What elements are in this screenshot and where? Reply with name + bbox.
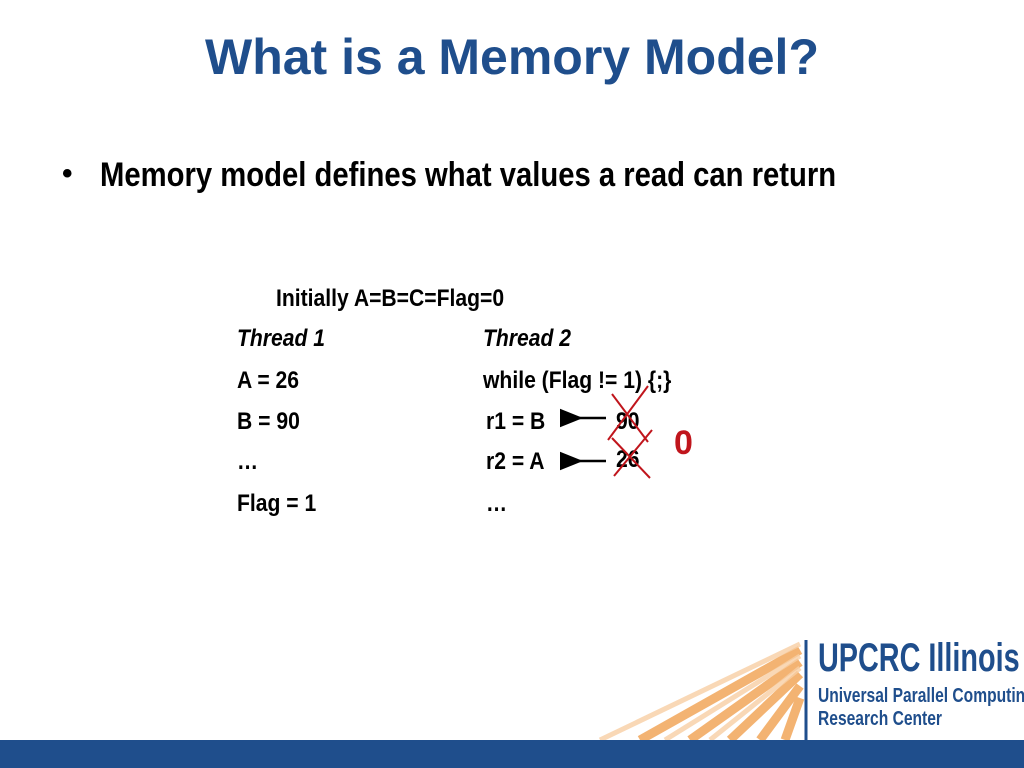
logo-rays-icon (598, 640, 808, 740)
logo-tagline-2: Research Center (818, 708, 942, 730)
footer-bar (0, 740, 1024, 768)
bullet-marker: • (62, 157, 73, 190)
logo-name: UPCRC Illinois (818, 636, 1020, 680)
logo-tagline-1: Universal Parallel Computing (818, 685, 1024, 707)
thread1-line: B = 90 (237, 408, 300, 435)
thread2-line: … (486, 490, 508, 517)
thread2-header: Thread 2 (483, 325, 572, 352)
strike-annotation (560, 385, 653, 479)
cross-mark-icon (607, 385, 649, 441)
slide-title: What is a Memory Model? (205, 29, 819, 85)
bullet-text: Memory model defines what values a read … (100, 156, 837, 194)
thread2-line: r2 = A (486, 448, 545, 475)
thread1-header: Thread 1 (237, 325, 326, 352)
initial-condition: Initially A=B=C=Flag=0 (276, 285, 505, 312)
thread1-line: A = 26 (237, 367, 300, 394)
crossed-value-90: 90 (616, 408, 640, 435)
thread1-line: … (237, 448, 259, 475)
cross-mark-icon (611, 437, 651, 479)
replacement-value: 0 (674, 424, 693, 462)
thread2-line: while (Flag != 1) {;} (483, 367, 672, 394)
cross-mark-icon (611, 393, 649, 443)
cross-mark-icon (613, 429, 653, 477)
thread2-line: r1 = B (486, 408, 546, 435)
thread1-line: Flag = 1 (237, 490, 317, 517)
